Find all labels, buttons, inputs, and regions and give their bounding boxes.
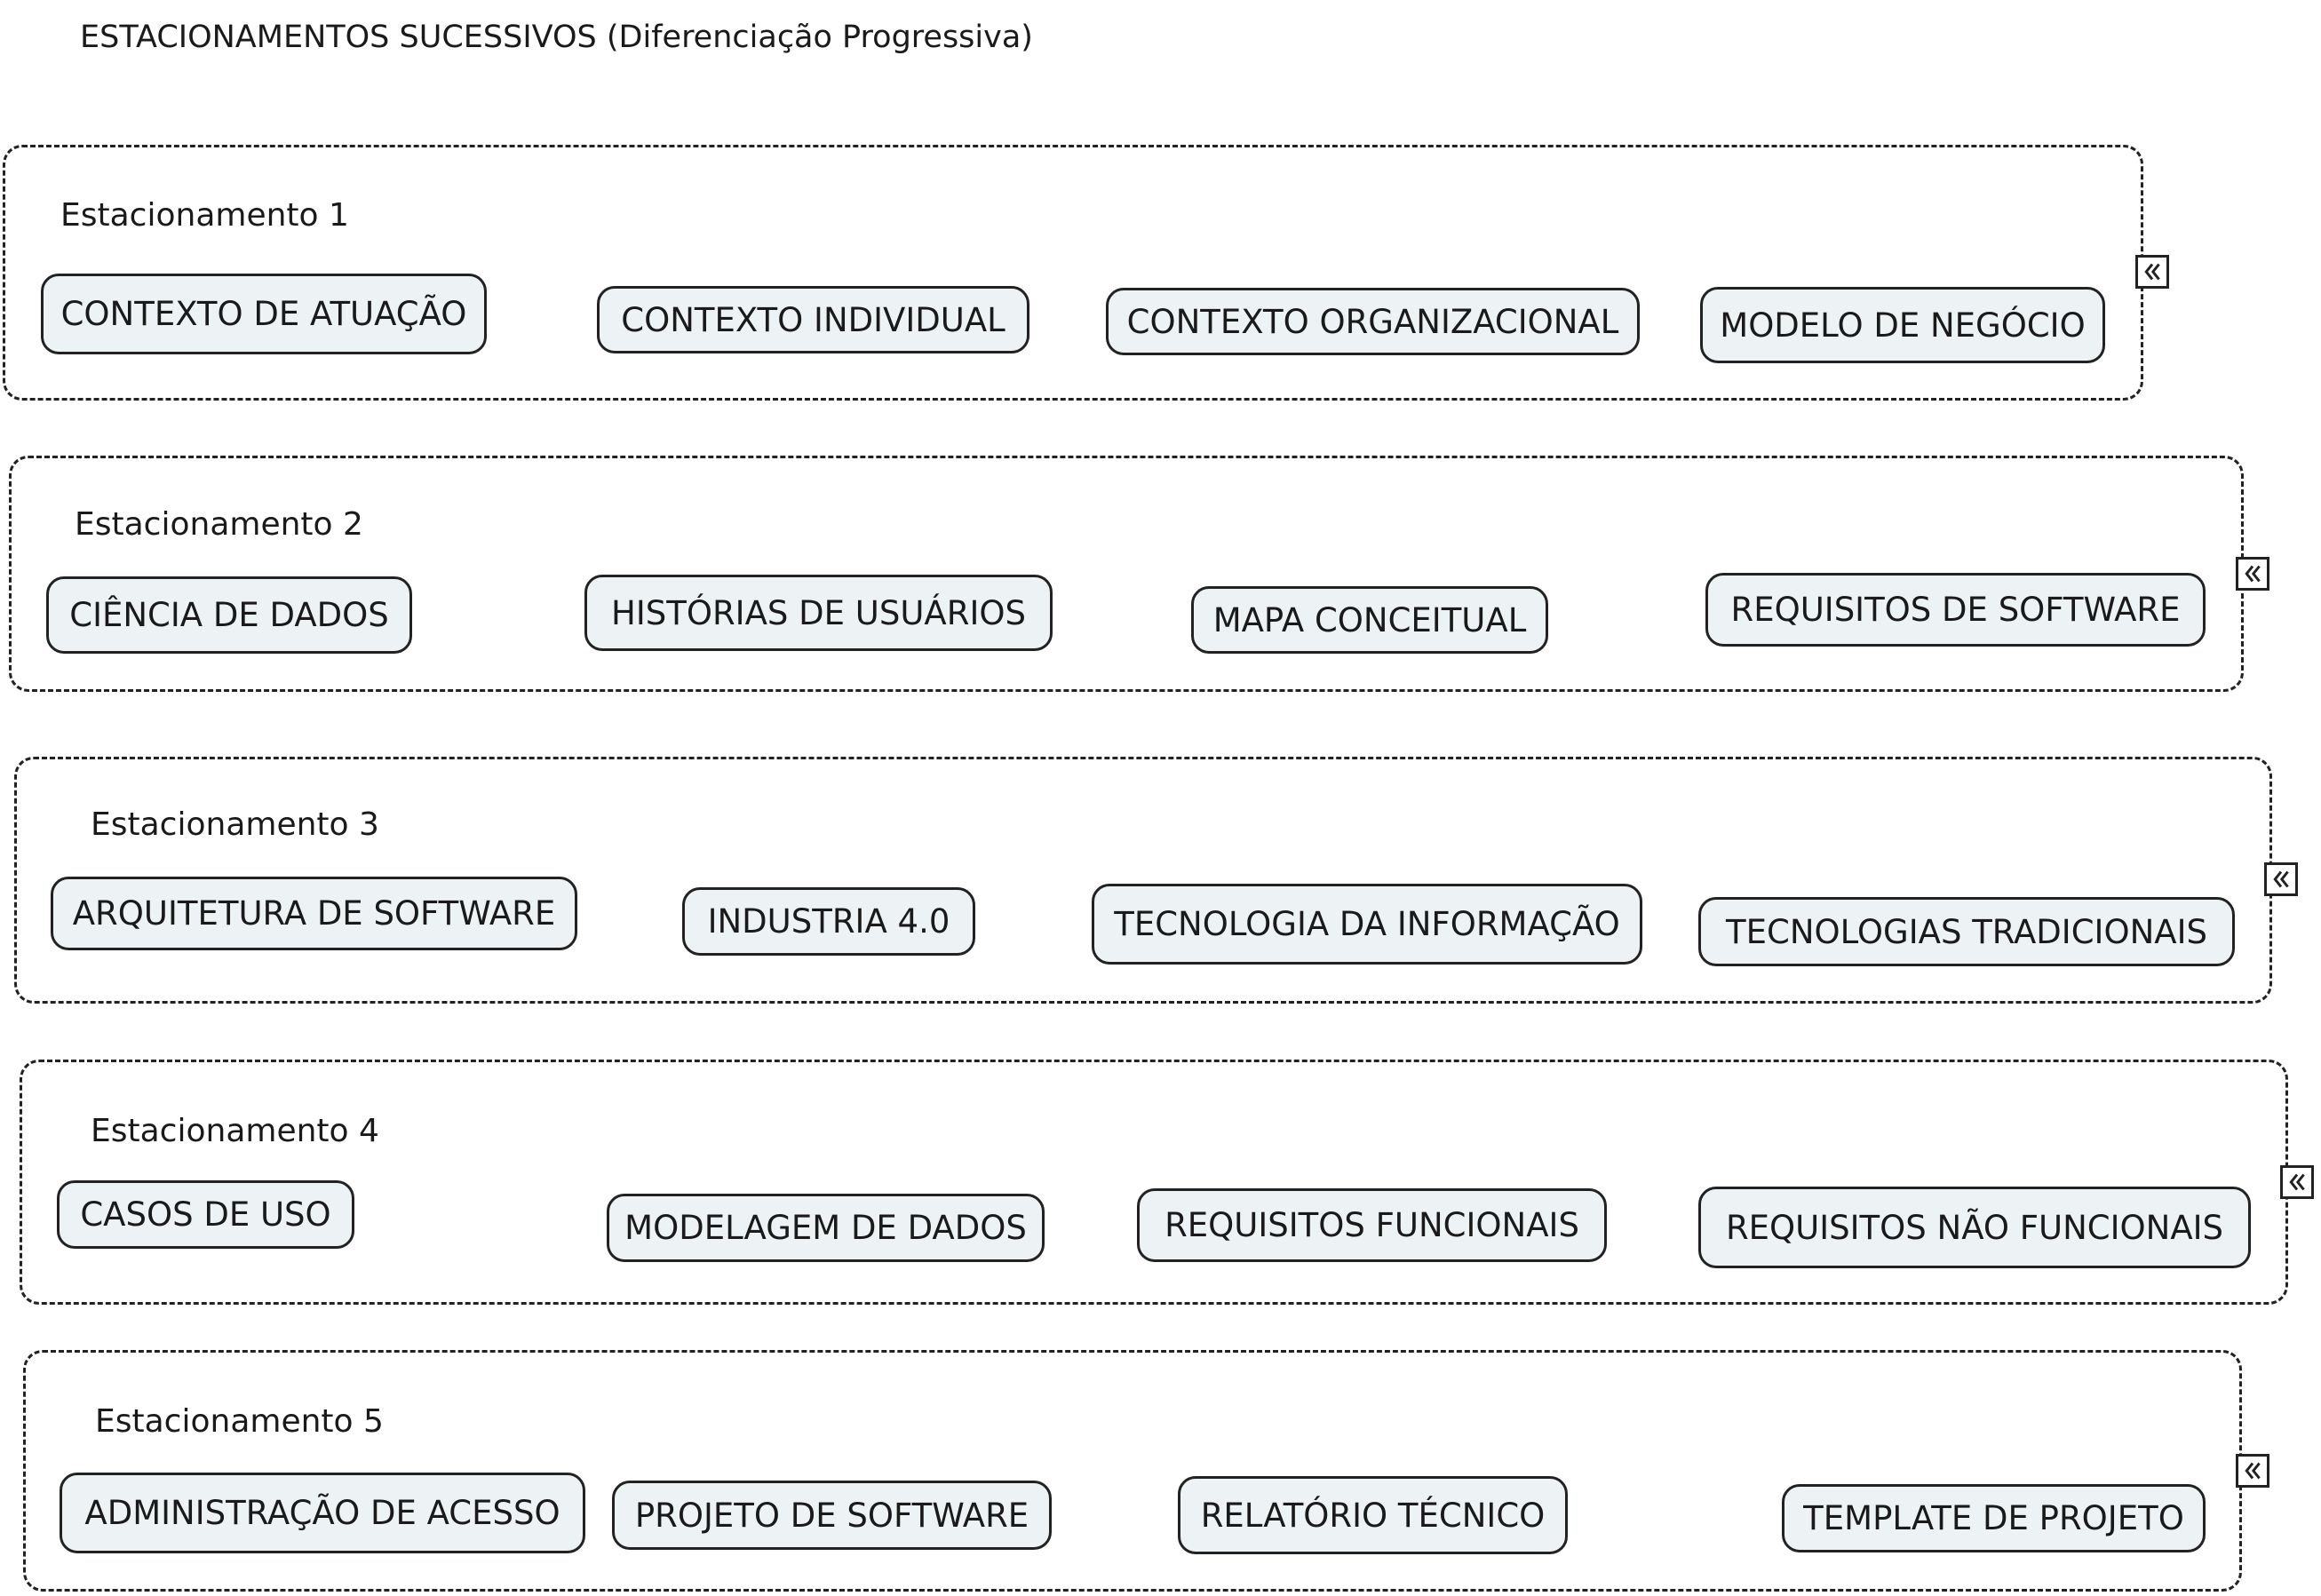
node-arquitetura-de-software[interactable]: ARQUITETURA DE SOFTWARE (51, 877, 577, 950)
group-label-4: Estacionamento 4 (91, 1113, 379, 1149)
node-administracao-de-acesso[interactable]: ADMINISTRAÇÃO DE ACESSO (60, 1473, 585, 1553)
node-requisitos-nao-funcionais[interactable]: REQUISITOS NÃO FUNCIONAIS (1698, 1187, 2251, 1268)
node-contexto-individual[interactable]: CONTEXTO INDIVIDUAL (597, 286, 1029, 353)
node-tecnologia-da-informacao[interactable]: TECNOLOGIA DA INFORMAÇÃO (1092, 884, 1642, 965)
node-ciencia-de-dados[interactable]: CIÊNCIA DE DADOS (46, 576, 412, 654)
diagram-title: ESTACIONAMENTOS SUCESSIVOS (Diferenciaçã… (80, 20, 1033, 55)
collapse-icon-group-4[interactable] (2280, 1165, 2314, 1199)
node-industria-4-0[interactable]: INDUSTRIA 4.0 (682, 887, 975, 956)
node-requisitos-funcionais[interactable]: REQUISITOS FUNCIONAIS (1137, 1188, 1607, 1262)
node-tecnologias-tradicionais[interactable]: TECNOLOGIAS TRADICIONAIS (1698, 897, 2235, 966)
node-casos-de-uso[interactable]: CASOS DE USO (57, 1180, 354, 1249)
node-contexto-de-atuacao[interactable]: CONTEXTO DE ATUAÇÃO (41, 274, 487, 354)
node-contexto-organizacional[interactable]: CONTEXTO ORGANIZACIONAL (1106, 288, 1640, 355)
node-template-de-projeto[interactable]: TEMPLATE DE PROJETO (1782, 1484, 2206, 1552)
group-label-3: Estacionamento 3 (91, 806, 379, 843)
node-historias-de-usuarios[interactable]: HISTÓRIAS DE USUÁRIOS (584, 575, 1053, 651)
node-requisitos-de-software[interactable]: REQUISITOS DE SOFTWARE (1705, 573, 2206, 647)
node-relatorio-tecnico[interactable]: RELATÓRIO TÉCNICO (1178, 1476, 1568, 1554)
group-label-5: Estacionamento 5 (95, 1403, 384, 1440)
collapse-icon-group-5[interactable] (2236, 1454, 2269, 1488)
node-modelo-de-negocio[interactable]: MODELO DE NEGÓCIO (1700, 287, 2105, 363)
collapse-icon-group-2[interactable] (2236, 557, 2269, 591)
collapse-icon-group-1[interactable] (2135, 255, 2169, 289)
collapse-icon-group-3[interactable] (2264, 862, 2298, 896)
group-estacionamento-5 (23, 1350, 2242, 1592)
node-mapa-conceitual[interactable]: MAPA CONCEITUAL (1191, 586, 1548, 654)
group-label-2: Estacionamento 2 (75, 506, 363, 543)
group-label-1: Estacionamento 1 (60, 197, 349, 234)
node-projeto-de-software[interactable]: PROJETO DE SOFTWARE (612, 1481, 1052, 1550)
node-modelagem-de-dados[interactable]: MODELAGEM DE DADOS (607, 1194, 1045, 1262)
